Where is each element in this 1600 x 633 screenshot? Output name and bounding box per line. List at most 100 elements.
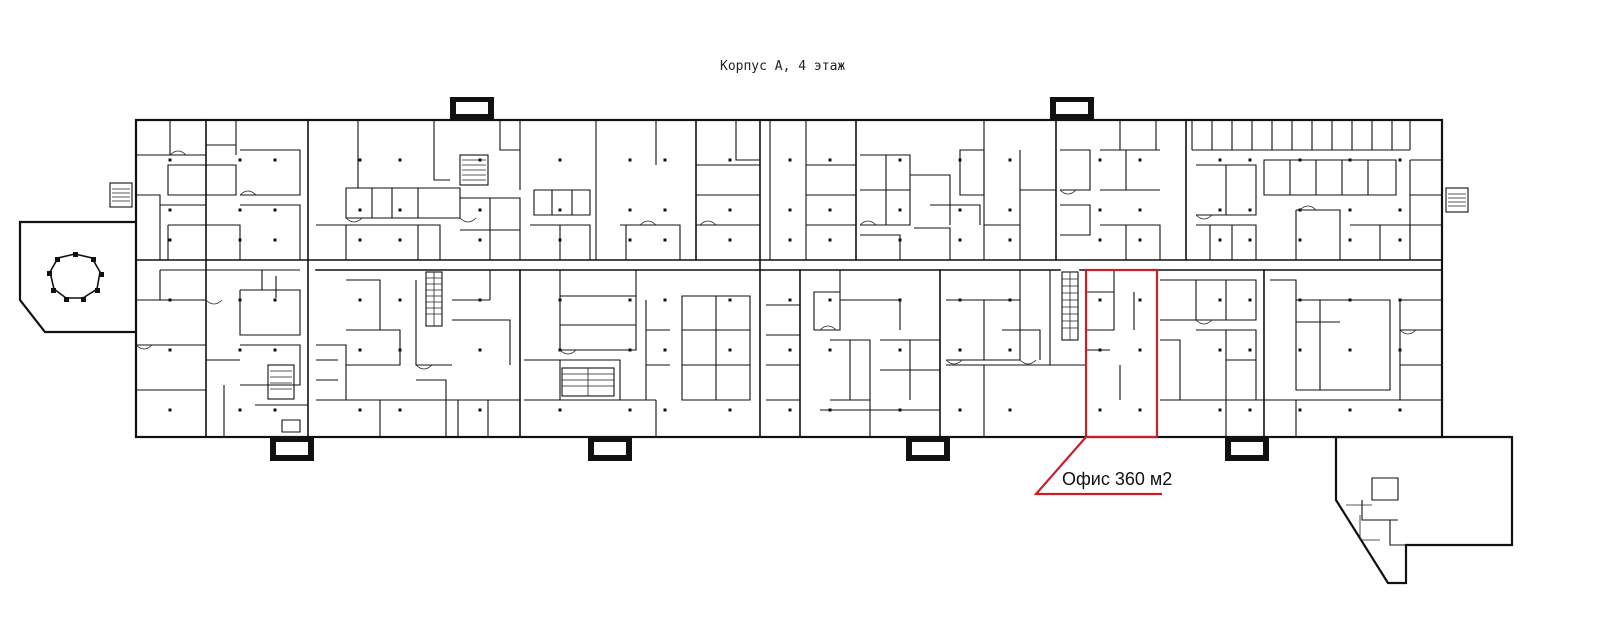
column-marker: [273, 298, 277, 302]
column-marker: [728, 238, 732, 242]
column-marker: [958, 408, 962, 412]
column-marker: [558, 348, 562, 352]
column-marker: [168, 208, 172, 212]
column-marker: [478, 158, 482, 162]
office-leader-line: [1033, 436, 1162, 496]
column-marker: [273, 348, 277, 352]
column-ring: [47, 252, 104, 302]
column-marker: [1098, 408, 1102, 412]
columns: [168, 158, 1402, 412]
column-marker: [788, 238, 792, 242]
column-marker: [1348, 208, 1352, 212]
column-marker: [1398, 238, 1402, 242]
column-marker: [238, 348, 242, 352]
column-marker: [558, 208, 562, 212]
column-marker: [1348, 238, 1352, 242]
column-marker: [1218, 238, 1222, 242]
column-marker: [1098, 348, 1102, 352]
column-marker: [398, 208, 402, 212]
column-marker: [728, 208, 732, 212]
column-marker: [728, 348, 732, 352]
column-marker: [478, 208, 482, 212]
column-marker: [358, 348, 362, 352]
office-label: Офис 360 м2: [1062, 469, 1172, 489]
column-marker: [358, 238, 362, 242]
column-marker: [958, 238, 962, 242]
right-annex: [1334, 397, 1514, 585]
highlighted-office: Офис 360 м2: [1033, 268, 1172, 496]
column-marker: [398, 238, 402, 242]
column-marker: [1008, 238, 1012, 242]
stair-core-top-1: [450, 97, 494, 120]
column-marker: [958, 208, 962, 212]
column-marker: [898, 298, 902, 302]
stair-core-bottom-3: [906, 437, 950, 461]
column-marker: [273, 238, 277, 242]
column-marker: [663, 298, 667, 302]
column-marker: [1248, 208, 1252, 212]
column-marker: [273, 208, 277, 212]
column-marker: [238, 158, 242, 162]
column-marker: [273, 158, 277, 162]
column-marker: [1248, 348, 1252, 352]
column-marker: [238, 208, 242, 212]
column-marker: [1218, 208, 1222, 212]
column-marker: [898, 408, 902, 412]
column-marker: [478, 348, 482, 352]
stair-core-bottom-2: [588, 437, 632, 461]
column-marker: [1298, 238, 1302, 242]
column-marker: [1098, 158, 1102, 162]
column-marker: [168, 238, 172, 242]
column-marker: [1298, 298, 1302, 302]
column-marker: [958, 348, 962, 352]
column-marker: [728, 298, 732, 302]
column-marker: [1218, 408, 1222, 412]
column-marker: [1138, 208, 1142, 212]
left-annex: [18, 220, 140, 334]
column-marker: [1218, 348, 1222, 352]
column-marker: [478, 238, 482, 242]
column-marker: [1138, 348, 1142, 352]
building-outline: [134, 118, 1444, 439]
column-marker: [788, 348, 792, 352]
column-marker: [1218, 158, 1222, 162]
column-marker: [788, 298, 792, 302]
column-marker: [663, 238, 667, 242]
column-marker: [1398, 158, 1402, 162]
column-marker: [898, 348, 902, 352]
column-marker: [1218, 298, 1222, 302]
escalator-1: [425, 271, 443, 327]
side-stair-left: [109, 182, 133, 208]
column-marker: [238, 238, 242, 242]
column-marker: [1098, 208, 1102, 212]
side-stair-right: [1445, 187, 1469, 213]
stair-core-top-2: [1050, 97, 1094, 120]
column-marker: [558, 298, 562, 302]
escalator-2: [1061, 271, 1079, 341]
column-marker: [398, 298, 402, 302]
column-marker: [1298, 408, 1302, 412]
column-marker: [1348, 298, 1352, 302]
column-marker: [828, 408, 832, 412]
interior-stair-2: [561, 367, 615, 397]
column-marker: [1138, 408, 1142, 412]
column-marker: [1008, 158, 1012, 162]
column-marker: [398, 348, 402, 352]
interior-stair-3: [267, 364, 295, 400]
column-marker: [168, 298, 172, 302]
column-marker: [358, 158, 362, 162]
column-marker: [558, 408, 562, 412]
column-marker: [168, 408, 172, 412]
column-marker: [1008, 298, 1012, 302]
column-marker: [1248, 408, 1252, 412]
column-marker: [1398, 298, 1402, 302]
column-marker: [1098, 298, 1102, 302]
column-marker: [728, 408, 732, 412]
column-marker: [828, 298, 832, 302]
column-marker: [1008, 208, 1012, 212]
column-marker: [1348, 348, 1352, 352]
column-marker: [478, 298, 482, 302]
office-outline: [1084, 268, 1159, 439]
column-marker: [1098, 238, 1102, 242]
